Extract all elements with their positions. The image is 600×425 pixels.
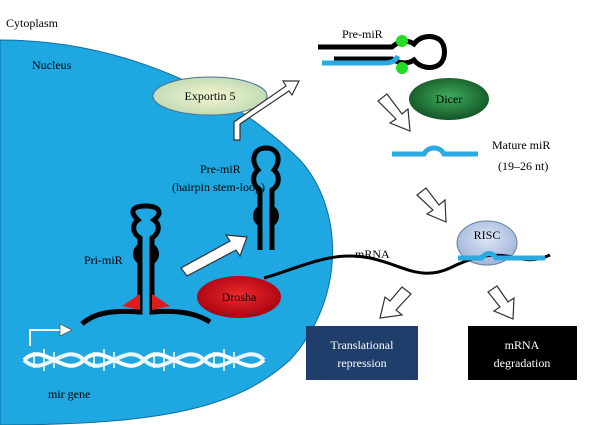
- pri-mir-bulge: [133, 243, 159, 265]
- dna-helix: [22, 349, 266, 371]
- pre-mir-top-blue-strand: [322, 54, 401, 66]
- arrow-to-mrna-degradation: [487, 285, 515, 320]
- mrna-degradation-box: [468, 326, 577, 380]
- arrow-to-translational-repression: [379, 286, 412, 319]
- exportin5-ellipse: [152, 76, 268, 116]
- pre-mir-top-dark-strand: [318, 34, 447, 70]
- pre-mir-hairpin-bulge: [253, 205, 279, 227]
- nucleus-label: Nucleus: [32, 58, 72, 72]
- exportin5-label: Exportin 5: [185, 89, 236, 103]
- transcription-arrow-head: [59, 323, 73, 337]
- pri-mir-label: Pri-miR: [84, 253, 123, 267]
- cytoplasm-label: Cytoplasm: [6, 16, 59, 30]
- dicer-cut-site-bottom: [396, 62, 408, 74]
- drosha-ellipse: [197, 276, 281, 318]
- transcription-arrow: [29, 329, 62, 346]
- mrna-degradation-line1: mRNA: [505, 338, 540, 352]
- drosha-label: Drosha: [222, 290, 257, 304]
- arrow-to-risc: [416, 187, 447, 223]
- translational-repression-box: [306, 326, 418, 380]
- translational-repression-line2: repression: [337, 356, 386, 370]
- pre-mir-hairpin: [251, 145, 281, 250]
- arrow-drosha-to-pre-mir: [180, 234, 248, 277]
- arrow-to-mature: [377, 93, 411, 132]
- risc-ellipse: [456, 220, 518, 266]
- pre-mir-top-label: Pre-miR: [342, 27, 383, 41]
- mature-mir-strand: [392, 145, 478, 157]
- pre-mir-nucleus-label: Pre-miR: [200, 162, 241, 176]
- risc-label: RISC: [474, 228, 501, 242]
- drosha-cut-site-right: [152, 294, 170, 310]
- risc-bound-mir: [458, 251, 545, 261]
- export-arrow: [233, 80, 300, 141]
- mature-mir-label: Mature miR: [492, 138, 550, 152]
- pri-mir-hairpin: [80, 203, 212, 326]
- mir-gene-label: mir gene: [48, 387, 90, 401]
- mrna-degradation-line2: degradation: [494, 356, 551, 370]
- translational-repression-line1: Translational: [331, 338, 395, 352]
- dicer-label: Dicer: [436, 92, 463, 106]
- hairpin-label: (hairpin stem-loop): [172, 180, 265, 194]
- dicer-ellipse: [409, 78, 489, 120]
- dicer-cut-site-top: [396, 35, 408, 47]
- mature-mir-length: (19–26 nt): [498, 159, 548, 173]
- drosha-cut-site-left: [122, 294, 140, 310]
